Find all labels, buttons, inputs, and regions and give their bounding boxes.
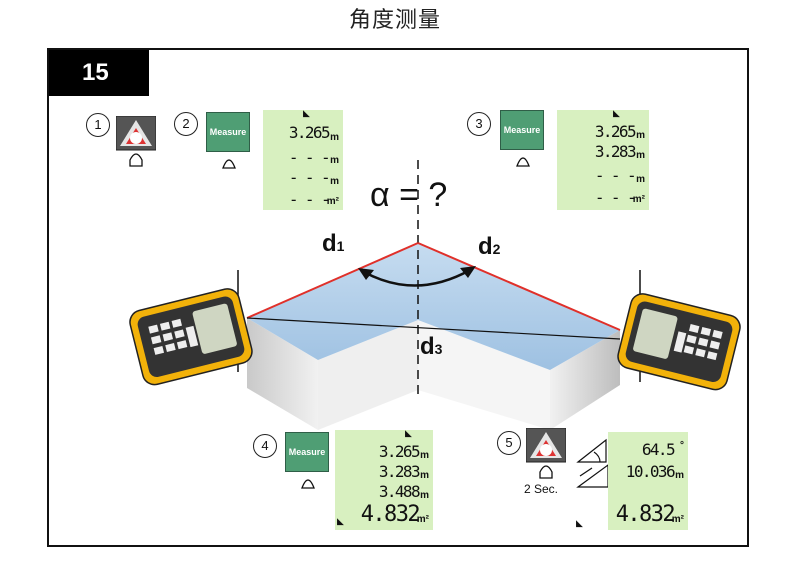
step-1-number: 1 <box>86 113 110 137</box>
figure-frame <box>47 48 749 547</box>
step-5-number: 5 <box>497 431 521 455</box>
angle-mode-button-icon <box>116 116 156 167</box>
laser-line-d1 <box>246 242 419 319</box>
finger-press-icon <box>222 159 236 169</box>
label-d1: d1 <box>322 230 345 257</box>
measure-button-step-3[interactable]: Measure <box>500 110 544 150</box>
step-3-number: 3 <box>467 112 491 136</box>
step-2-number: 2 <box>174 112 198 136</box>
measure-button[interactable]: Measure <box>206 112 250 152</box>
angle-icon <box>576 438 607 463</box>
finger-press-icon-3 <box>516 157 530 167</box>
page-title: 角度测量 <box>348 8 441 33</box>
wall-front-left <box>318 320 418 430</box>
step-4-number: 4 <box>253 434 277 458</box>
device-left <box>129 288 253 386</box>
hold-duration-label: 2 Sec. <box>524 482 559 496</box>
wall-right <box>550 330 620 430</box>
floor-surface <box>247 243 620 370</box>
angle-mode-hold-icon <box>526 428 566 479</box>
device-right <box>617 293 741 391</box>
label-d3: d3 <box>420 333 443 360</box>
line-d3 <box>246 317 621 340</box>
laser-line-d2 <box>417 242 621 331</box>
finger-press-icon-4 <box>301 479 315 489</box>
measure-button-step-4[interactable]: Measure <box>285 432 329 472</box>
wall-left <box>247 318 318 430</box>
label-d2: d2 <box>478 233 501 260</box>
figure-number: 15 <box>49 50 149 96</box>
angle-question: α = ? <box>370 176 448 214</box>
wall-front-right <box>418 320 550 430</box>
